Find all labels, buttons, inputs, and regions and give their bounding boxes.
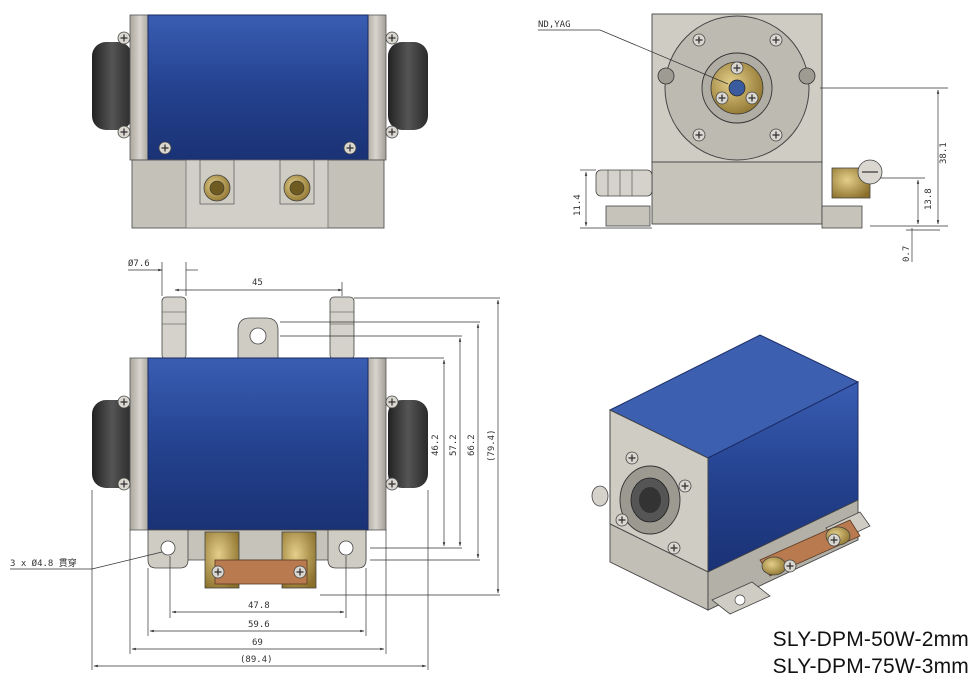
dim-top-h2: 59.6	[248, 620, 270, 630]
dim-dia-top: Ø7.6	[128, 258, 150, 269]
screw-icon	[117, 125, 131, 139]
screw-icon	[615, 513, 629, 527]
screw-icon	[117, 395, 131, 409]
end-cap-left	[92, 42, 132, 130]
dim-top-h4: (89.4)	[240, 655, 273, 665]
dim-top-h1: 47.8	[248, 601, 270, 611]
screw-icon	[667, 541, 681, 555]
screw-icon	[827, 533, 841, 547]
side-view: ND,YAG 38.1 13.8 11.4 0.7	[538, 13, 949, 262]
dim-top-v2: 57.2	[449, 434, 459, 456]
screw-icon	[211, 565, 225, 579]
screw-icon	[343, 141, 357, 155]
dim-top-v1: 46.2	[431, 434, 441, 456]
screw-icon	[745, 91, 759, 105]
dim-side-v1: 38.1	[939, 142, 949, 164]
screw-icon	[385, 395, 399, 409]
screw-icon	[293, 565, 307, 579]
dim-side-v4: 0.7	[902, 246, 912, 262]
top-view: Ø7.6 45 46.2 57.2 66.2 (79.4) 47.8	[10, 258, 500, 670]
fitting-icon	[329, 296, 355, 360]
crystal-label: ND,YAG	[538, 20, 571, 30]
dim-top-h3: 69	[252, 638, 263, 648]
dim-top-d1: 45	[252, 278, 263, 288]
fitting-icon	[161, 296, 187, 360]
dim-side-v3: 11.4	[573, 194, 583, 216]
screw-icon	[769, 33, 783, 47]
fitting-icon	[199, 159, 315, 205]
model-name-1: SLY-DPM-50W-2mm	[772, 628, 969, 651]
end-cap-right	[388, 42, 428, 130]
hole-note: 3 x Ø4.8 貫穿	[10, 557, 77, 569]
screw-icon	[692, 128, 706, 142]
screw-icon	[715, 91, 729, 105]
dim-top-v4: (79.4)	[487, 429, 497, 462]
screw-icon	[783, 559, 797, 573]
screw-icon	[385, 125, 399, 139]
screw-icon	[692, 33, 706, 47]
dim-side-v2: 13.8	[924, 188, 934, 210]
screw-icon	[385, 31, 399, 45]
screw-icon	[730, 61, 744, 75]
dim-top-v3: 66.2	[467, 434, 477, 456]
screw-icon	[769, 128, 783, 142]
blue-housing	[147, 14, 369, 161]
screw-icon	[625, 451, 639, 465]
screw-icon	[678, 479, 692, 493]
screw-icon	[385, 477, 399, 491]
model-name-2: SLY-DPM-75W-3mm	[772, 655, 969, 678]
isometric-view	[591, 334, 871, 615]
screw-icon	[117, 477, 131, 491]
front-view	[92, 14, 428, 229]
screw-icon	[158, 141, 172, 155]
screw-icon	[117, 31, 131, 45]
